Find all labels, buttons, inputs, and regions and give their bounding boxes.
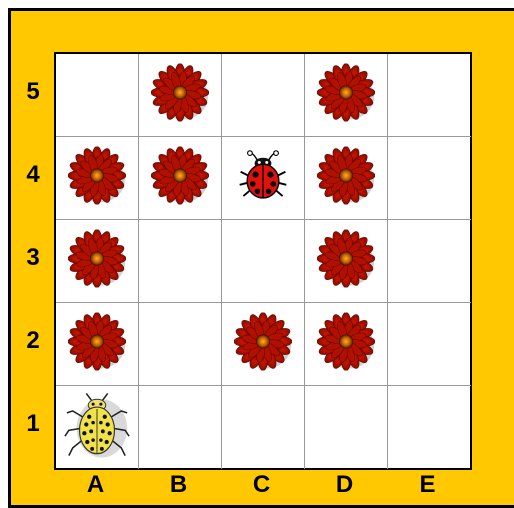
board-cell-b4[interactable] [139, 137, 222, 220]
row-label-4: 4 [18, 161, 48, 189]
board-cell-c3[interactable] [222, 220, 305, 303]
flower-icon [68, 147, 126, 210]
col-label-b: B [137, 471, 220, 499]
board-cell-b2[interactable] [139, 303, 222, 386]
board-cell-c4[interactable] [222, 137, 305, 220]
flower-icon [317, 64, 375, 127]
yellow-beetle-icon[interactable] [63, 389, 131, 466]
board-cell-c5[interactable] [222, 54, 305, 137]
game-board [54, 52, 472, 470]
board-cell-c2[interactable] [222, 303, 305, 386]
flower-icon [317, 313, 375, 376]
flower-icon [68, 230, 126, 293]
col-label-a: A [54, 471, 137, 499]
flower-icon [317, 230, 375, 293]
col-label-e: E [386, 471, 469, 499]
col-label-c: C [220, 471, 303, 499]
board-cell-e2[interactable] [388, 303, 471, 386]
flower-icon [317, 147, 375, 210]
flower-icon [68, 313, 126, 376]
board-cell-e4[interactable] [388, 137, 471, 220]
flower-icon [234, 313, 292, 376]
board-cell-a4[interactable] [56, 137, 139, 220]
row-label-5: 5 [18, 78, 48, 106]
board-cell-b5[interactable] [139, 54, 222, 137]
flower-icon [151, 147, 209, 210]
ladybug-icon[interactable] [235, 148, 291, 209]
row-label-2: 2 [18, 327, 48, 355]
flower-icon [151, 64, 209, 127]
board-cell-e1[interactable] [388, 386, 471, 469]
board-cell-b3[interactable] [139, 220, 222, 303]
board-cell-a2[interactable] [56, 303, 139, 386]
board-cell-a1[interactable] [56, 386, 139, 469]
board-cell-e3[interactable] [388, 220, 471, 303]
row-label-3: 3 [18, 244, 48, 272]
board-cell-b1[interactable] [139, 386, 222, 469]
board-cell-d3[interactable] [305, 220, 388, 303]
board-cell-e5[interactable] [388, 54, 471, 137]
board-cell-d2[interactable] [305, 303, 388, 386]
board-cell-d4[interactable] [305, 137, 388, 220]
board-cell-a3[interactable] [56, 220, 139, 303]
board-cell-d5[interactable] [305, 54, 388, 137]
board-cell-d1[interactable] [305, 386, 388, 469]
board-cell-a5[interactable] [56, 54, 139, 137]
row-label-1: 1 [18, 410, 48, 438]
col-label-d: D [303, 471, 386, 499]
board-cell-c1[interactable] [222, 386, 305, 469]
